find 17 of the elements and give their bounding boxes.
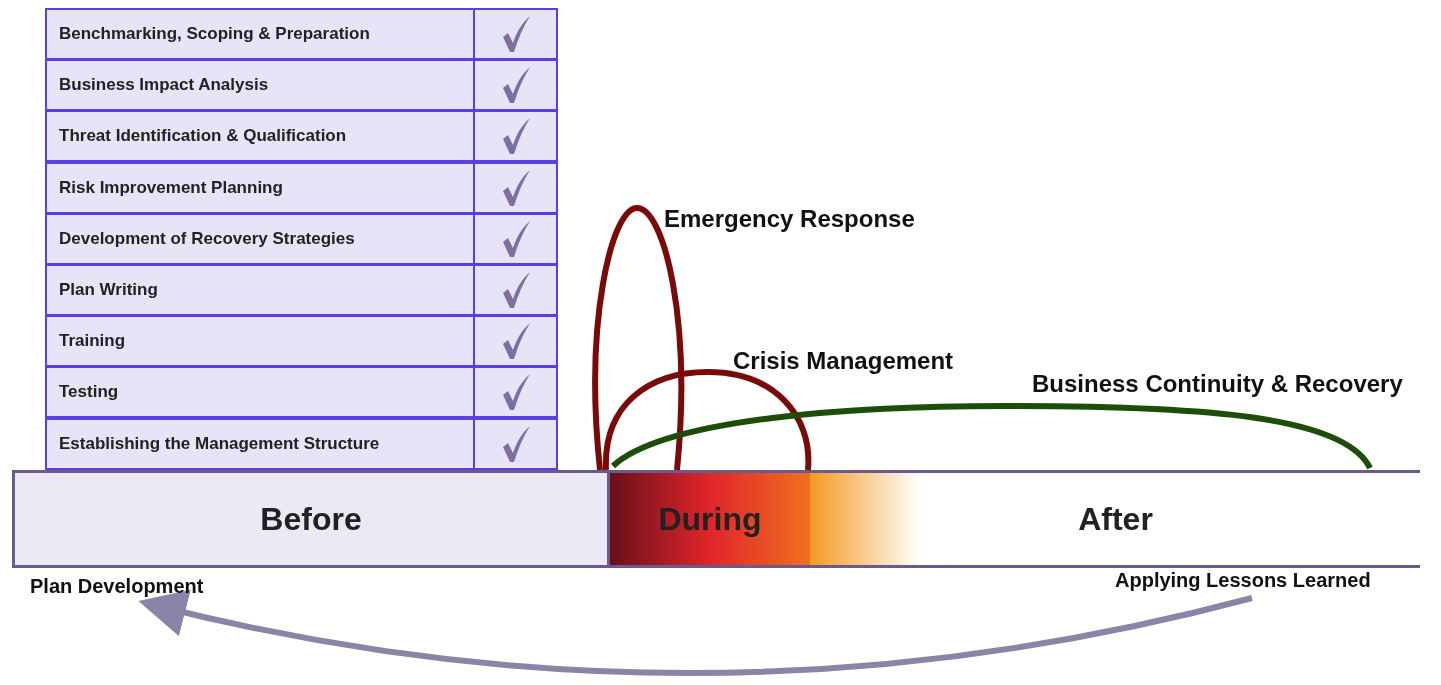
loop-label: Crisis Management <box>733 347 954 375</box>
phase-segment: During <box>610 473 810 565</box>
phase-label: Plan Development <box>30 575 245 601</box>
task-row: Development of Recovery Strategies <box>45 212 475 265</box>
task-row: Training <box>45 315 475 368</box>
phase-segment: After <box>810 473 1421 565</box>
task-row: Testing <box>45 366 475 419</box>
task-row: Benchmarking, Scoping & Preparation <box>45 8 475 60</box>
phase-label: Applying Lessons Learned <box>1115 569 1430 595</box>
loop-label: Business Continuity & Recovery <box>1032 370 1403 398</box>
task-row: Business Impact Analysis <box>45 59 475 112</box>
task-row: Threat Identification & Qualification <box>45 110 475 163</box>
task-row: Plan Writing <box>45 264 475 316</box>
task-row: Risk Improvement Planning <box>45 161 475 214</box>
cycle-arrow <box>138 588 1253 676</box>
loop-label: Emergency Response <box>664 205 915 233</box>
task-row: Establishing the Management Structure <box>45 417 475 470</box>
